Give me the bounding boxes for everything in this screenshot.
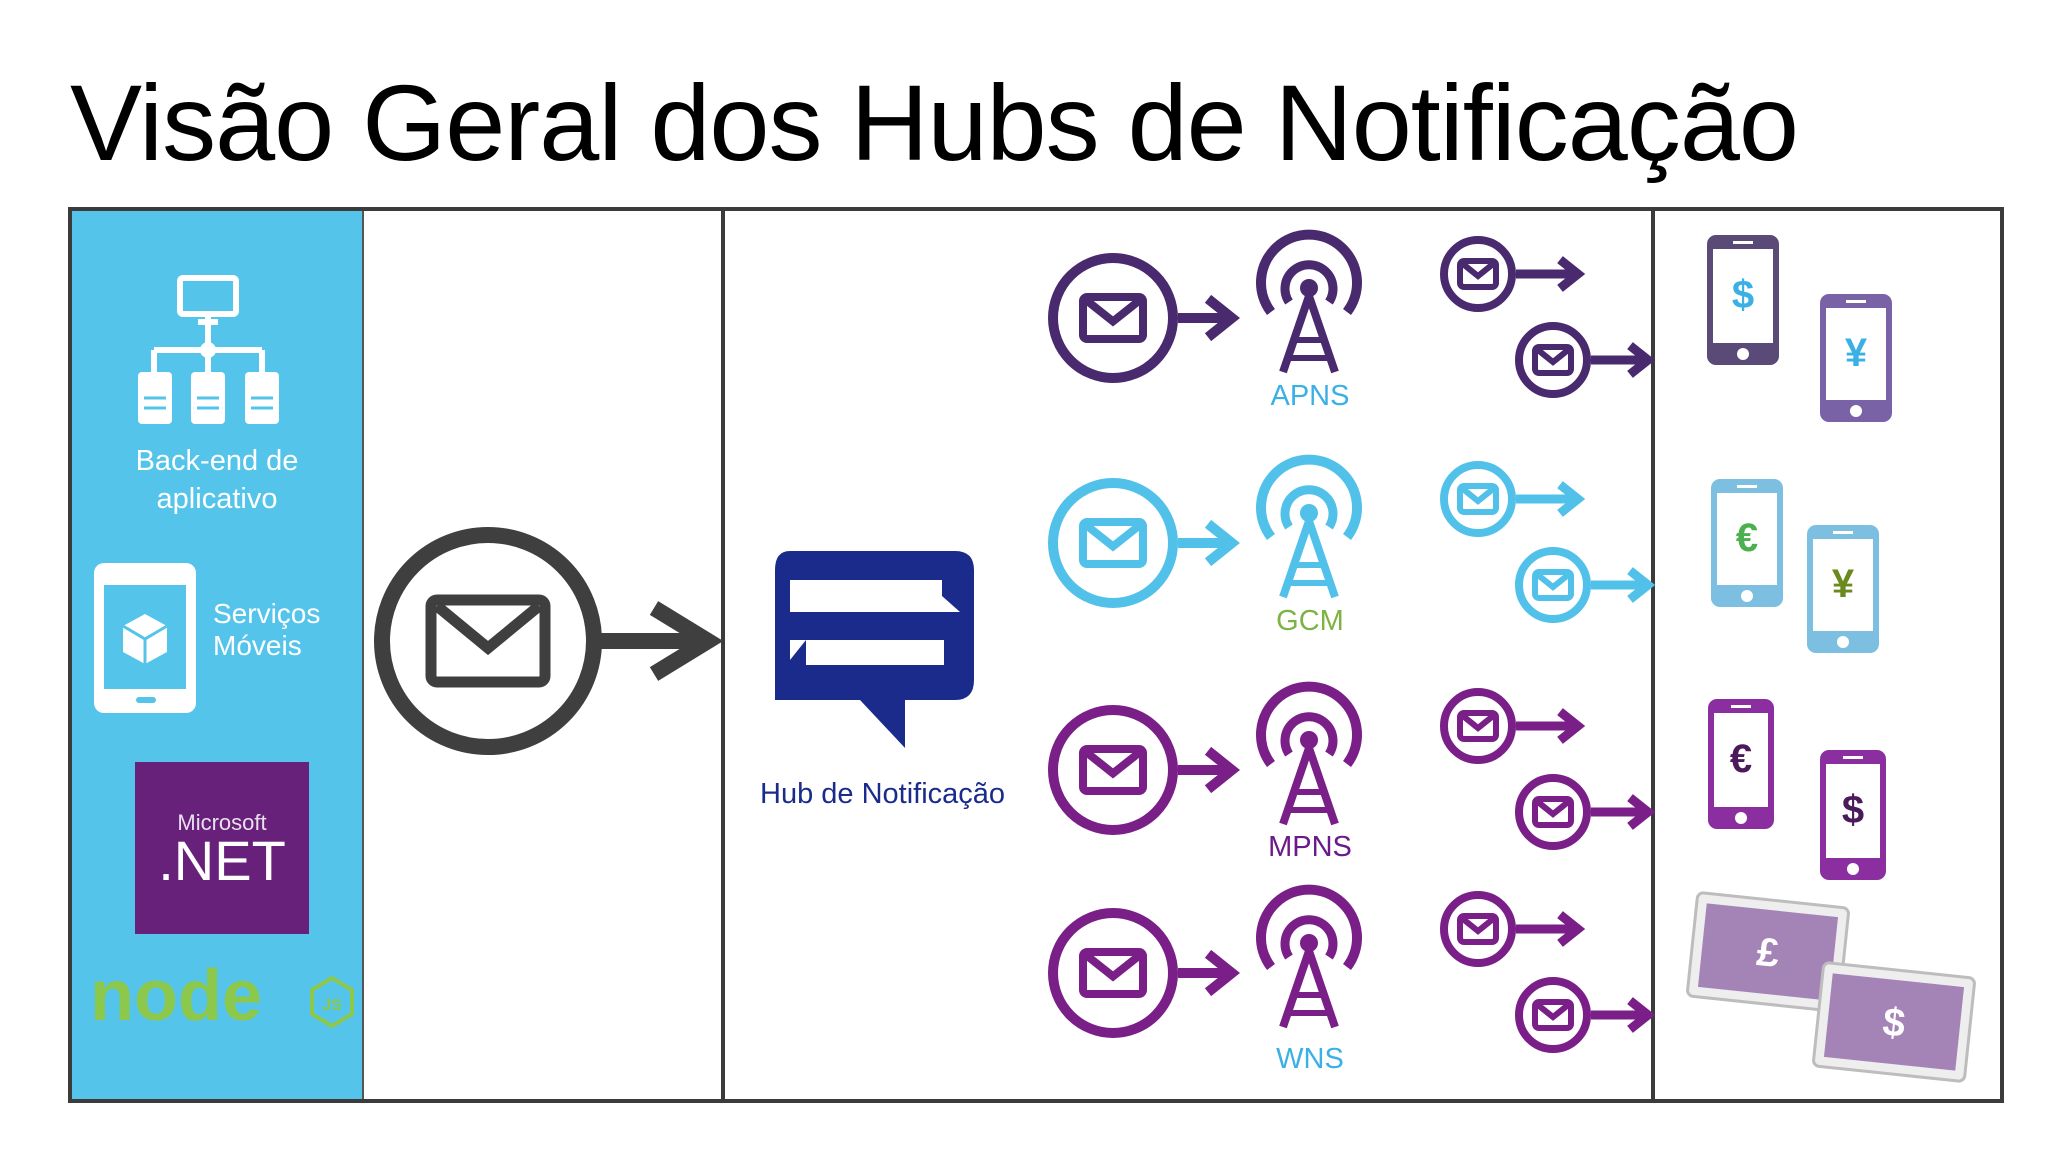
antenna-icon <box>1256 229 1362 316</box>
message-circle-icon <box>374 527 602 755</box>
envelope-icon <box>1457 913 1499 945</box>
service-row-wns <box>1048 884 1656 1053</box>
message-circle-icon <box>1515 774 1591 850</box>
currency-symbol: ¥ <box>1845 331 1868 375</box>
envelope-icon <box>1457 483 1499 515</box>
tablet-icon: $ <box>1812 961 1976 1083</box>
envelope-icon <box>1079 293 1147 343</box>
message-circle-icon <box>1048 253 1178 383</box>
message-circle-icon <box>1515 977 1591 1053</box>
currency-symbol: € <box>1730 737 1752 781</box>
currency-symbol: £ <box>1755 930 1782 976</box>
message-circle-icon <box>1048 478 1178 608</box>
dotnet-logo: Microsoft .NET <box>135 762 309 934</box>
section-divider <box>1651 211 1655 1099</box>
dotnet-brand: Microsoft <box>177 810 267 835</box>
message-circle-icon <box>1440 688 1516 764</box>
nodejs-badge: JS <box>322 997 342 1014</box>
phone-icon: € <box>1711 479 1783 607</box>
mobile-services-icon <box>94 563 196 713</box>
diagram-frame <box>68 207 2004 1103</box>
envelope-icon <box>1532 999 1574 1031</box>
antenna-icon <box>1256 454 1362 541</box>
page-title: Visão Geral dos Hubs de Notificação <box>70 62 1799 183</box>
nodejs-logo: node JS <box>90 960 354 1036</box>
service-label-apns: APNS <box>1270 380 1350 412</box>
phone-icon: ¥ <box>1807 525 1879 653</box>
currency-symbol: $ <box>1881 1000 1908 1046</box>
dotnet-name: .NET <box>158 829 286 892</box>
message-circle-icon <box>1440 461 1516 537</box>
antenna-icon <box>1256 681 1362 768</box>
envelope-icon <box>1532 344 1574 376</box>
phone-icon: € <box>1708 699 1774 829</box>
phone-icon: ¥ <box>1820 294 1892 422</box>
envelope-icon <box>1079 745 1147 795</box>
mobile-services-label: Serviços Móveis <box>213 598 321 661</box>
envelope-icon <box>1079 518 1147 568</box>
hub-label: Hub de Notificação <box>760 778 1006 810</box>
notification-hub-icon <box>775 551 974 748</box>
section-divider <box>721 211 725 1099</box>
backend-label: Back-end de aplicativo <box>135 445 299 515</box>
envelope-icon <box>1079 948 1147 998</box>
network-node-icon <box>200 342 216 358</box>
nodejs-text: node <box>90 960 262 1036</box>
service-label-mpns: MPNS <box>1268 831 1352 863</box>
message-circle-icon <box>1048 705 1178 835</box>
envelope-icon <box>1532 796 1574 828</box>
currency-symbol: $ <box>1732 273 1754 317</box>
message-circle-icon <box>1515 322 1591 398</box>
phone-icon: $ <box>1707 235 1779 365</box>
envelope-icon <box>1532 569 1574 601</box>
envelope-icon <box>1457 258 1499 290</box>
message-circle-icon <box>1440 236 1516 312</box>
service-label-wns: WNS <box>1276 1043 1344 1075</box>
service-row-gcm <box>1048 454 1656 623</box>
currency-symbol: ¥ <box>1832 562 1855 606</box>
panel-divider <box>362 211 364 1099</box>
message-circle-icon <box>1048 908 1178 1038</box>
envelope-icon <box>1457 710 1499 742</box>
currency-symbol: € <box>1736 516 1758 560</box>
antenna-icon <box>1256 884 1362 971</box>
envelope-icon <box>425 594 551 688</box>
tablet-icon: £ <box>1686 891 1850 1013</box>
phone-icon: $ <box>1820 750 1886 880</box>
message-circle-icon <box>1440 891 1516 967</box>
service-label-gcm: GCM <box>1276 605 1344 637</box>
service-row-apns <box>1048 229 1656 398</box>
currency-symbol: $ <box>1842 788 1864 832</box>
service-row-mpns <box>1048 681 1656 850</box>
message-circle-icon <box>1515 547 1591 623</box>
nodejs-hex-icon <box>310 975 354 1029</box>
